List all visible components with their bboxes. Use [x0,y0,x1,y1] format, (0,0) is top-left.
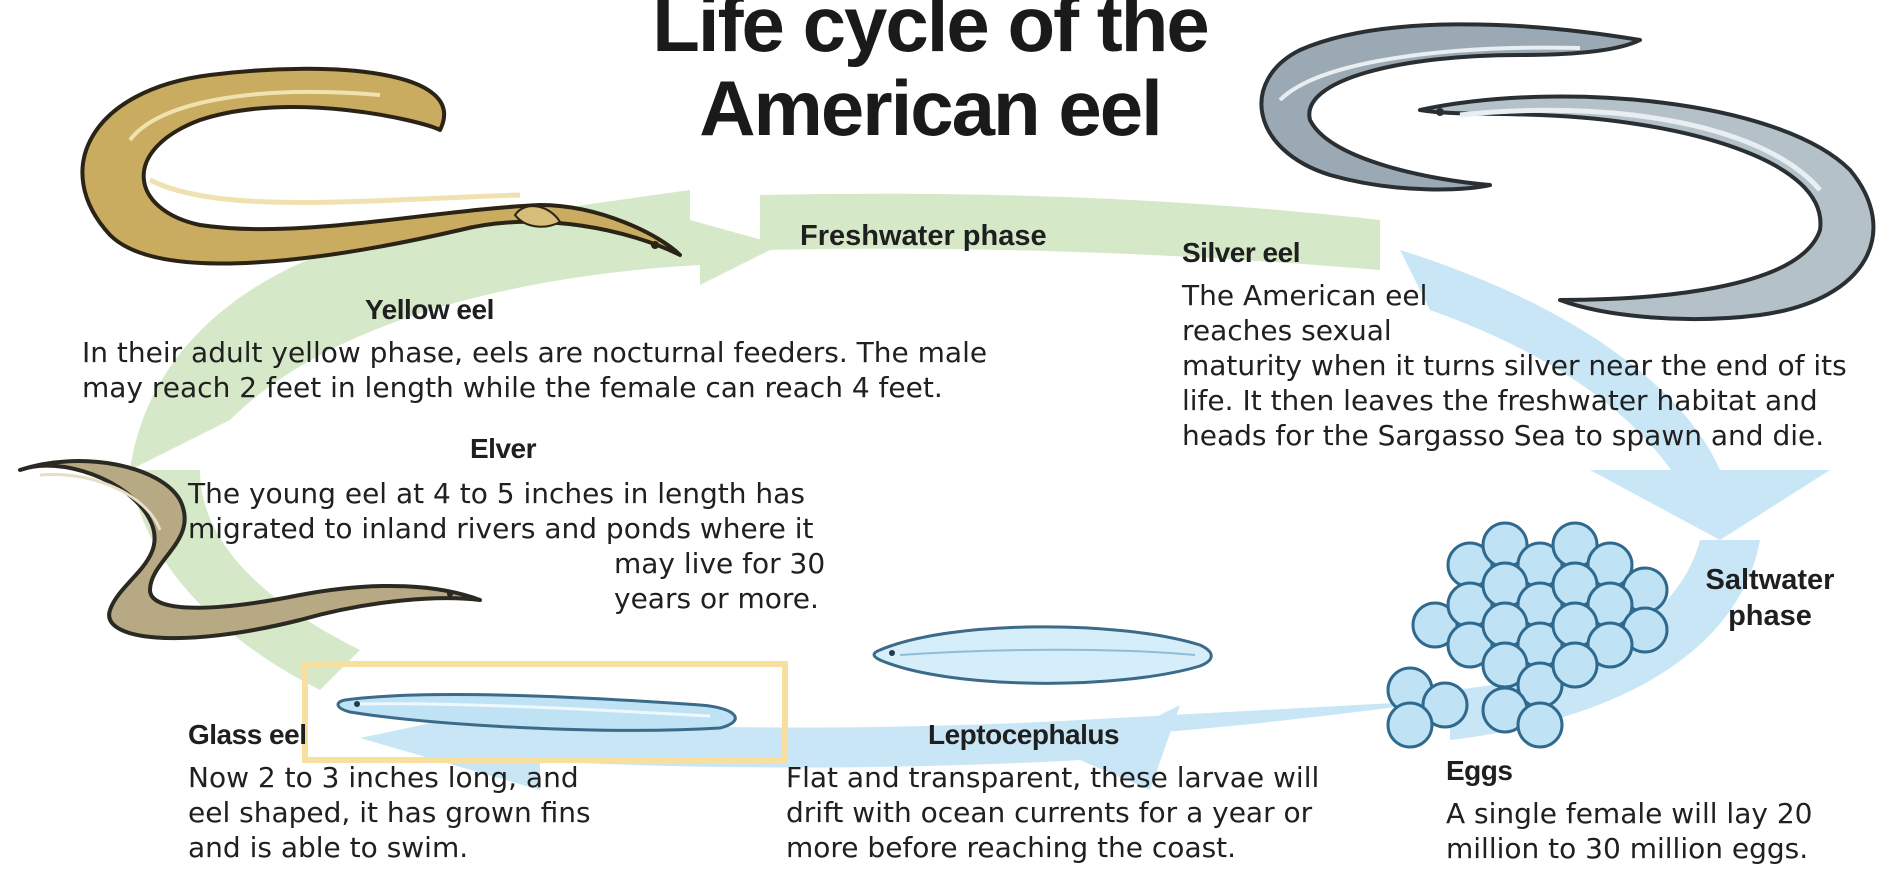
glass-eel-text: Now 2 to 3 inches long, and eel shaped, … [188,760,688,865]
silver-eel-illustration [1261,24,1873,319]
eggs-text: A single female will lay 20 million to 3… [1446,796,1886,866]
leptocephalus-illustration [874,627,1211,683]
saltwater-arrowhead-right [1590,470,1830,540]
leptocephalus-text: Flat and transparent, these larvae will … [786,760,1386,865]
yellow-eel-text: In their adult yellow phase, eels are no… [82,335,1062,405]
glass-eel-heading: Glass eel [188,718,306,752]
saltwater-phase-label: Saltwater phase [1680,562,1860,634]
elver-text-tail: may live for 30 years or more. [614,546,914,616]
eggs-cluster-illustration [1388,523,1667,747]
leptocephalus-heading: Leptocephalus [928,718,1119,752]
eggs-heading: Eggs [1446,754,1512,788]
silver-eel-text: The American eel reaches sexual maturity… [1182,278,1882,453]
yellow-eel-heading: Yellow eel [365,293,494,327]
page-title: Life cycle of the American eel [590,0,1270,150]
title-line-2: American eel [699,64,1161,152]
elver-heading: Elver [470,432,536,466]
freshwater-phase-label: Freshwater phase [800,218,1047,254]
elver-text: The young eel at 4 to 5 inches in length… [188,476,888,546]
glass-eel-illustration [338,695,735,731]
title-line-1: Life cycle of the [652,0,1208,68]
silver-eel-heading: Silver eel [1182,236,1300,270]
